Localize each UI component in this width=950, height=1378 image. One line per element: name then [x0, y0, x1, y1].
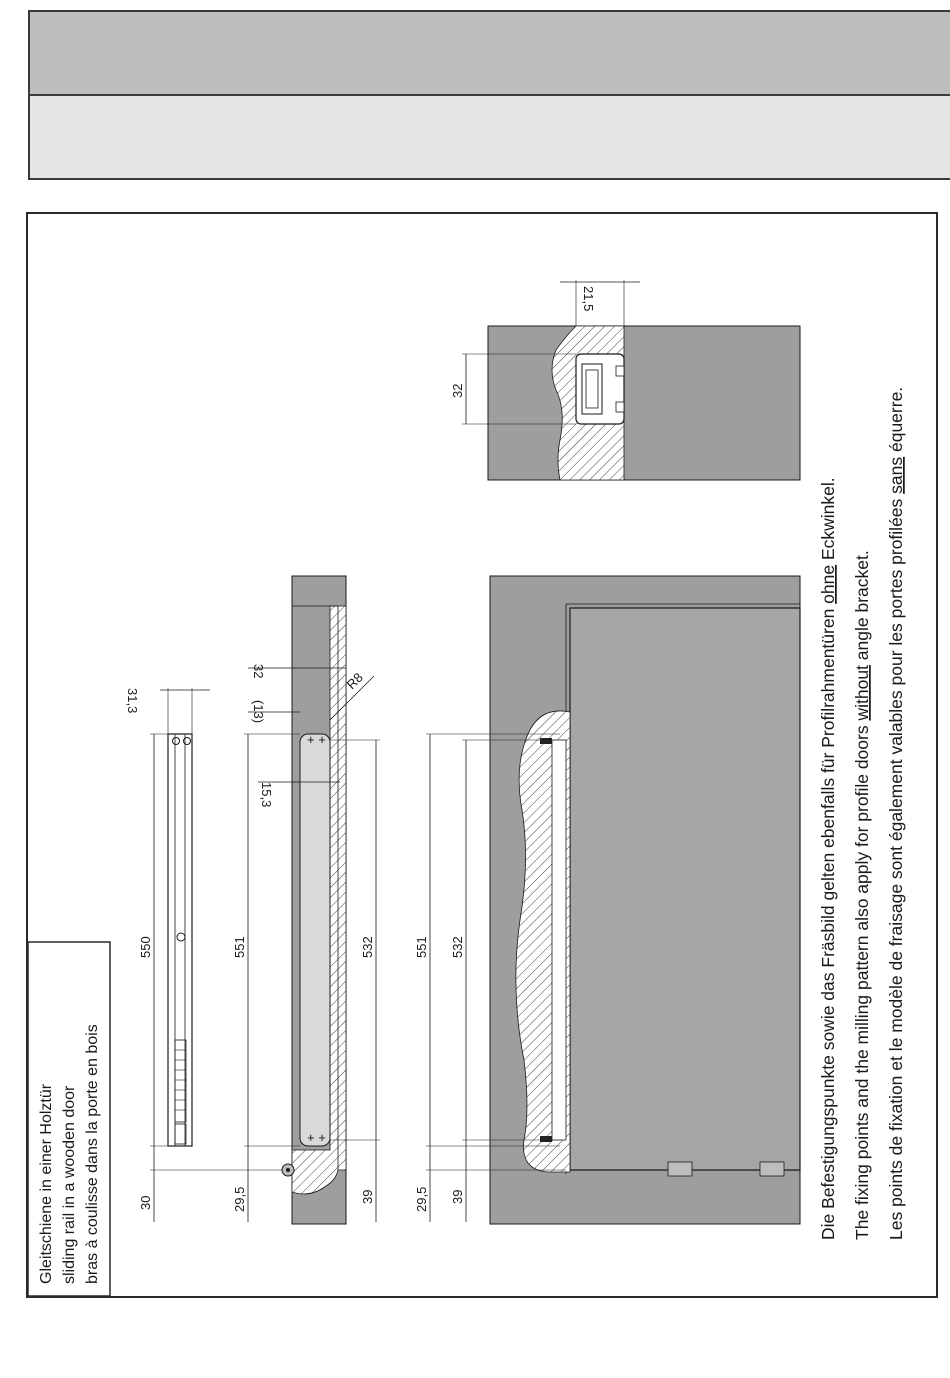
note-en: The fixing points and the milling patter… — [852, 550, 872, 1240]
milling-pattern: + + + + 551 29,5 532 39 32 (13) 15,3 R8 — [232, 575, 380, 1225]
sliding-rail: 550 30 31,3 — [125, 688, 290, 1222]
cross-section: 32 21,5 — [450, 280, 801, 481]
dim-section-height: 32 — [450, 384, 465, 398]
svg-text:+ +: + + — [307, 732, 326, 747]
dim-mill-offset: 29,5 — [232, 1187, 247, 1212]
dim-mill-depth: 32 — [251, 664, 266, 678]
label-de: Gleitschiene in einer Holztür — [38, 1083, 55, 1284]
dim-mill-edge: (13) — [251, 700, 266, 723]
dim-door-bottom: 39 — [450, 1190, 465, 1204]
dim-mill-hole: 15,3 — [259, 782, 274, 807]
dim-rail-height: 31,3 — [125, 688, 140, 713]
notes: Die Befestigungspunkte sowie das Fräsbil… — [818, 387, 906, 1240]
dim-mill-radius: R8 — [344, 670, 366, 692]
dim-door-offset: 29,5 — [414, 1187, 429, 1212]
dim-mill-slot: 532 — [360, 936, 375, 958]
label-en: sliding rail in a wooden door — [61, 1085, 78, 1284]
dim-mill-bottom: 39 — [360, 1190, 375, 1204]
dim-mill-total: 551 — [232, 936, 247, 958]
note-fr: Les points de fixation et le modèle de f… — [886, 387, 906, 1240]
door-view: 551 532 29,5 39 — [414, 575, 801, 1225]
header-band-top — [28, 10, 950, 94]
dim-section-width: 21,5 — [581, 286, 596, 311]
label-fr: bras à coulisse dans la porte en bois — [84, 1024, 101, 1284]
dim-rail-length: 550 — [138, 936, 153, 958]
dim-door-total: 551 — [414, 936, 429, 958]
label-box: Gleitschiene in einer Holztür sliding ra… — [27, 941, 111, 1297]
dim-rail-offset: 30 — [138, 1196, 153, 1210]
header-band-bottom — [28, 94, 950, 180]
svg-text:+ +: + + — [307, 1130, 326, 1145]
dim-door-slot: 532 — [450, 936, 465, 958]
note-de: Die Befestigungspunkte sowie das Fräsbil… — [818, 477, 838, 1240]
